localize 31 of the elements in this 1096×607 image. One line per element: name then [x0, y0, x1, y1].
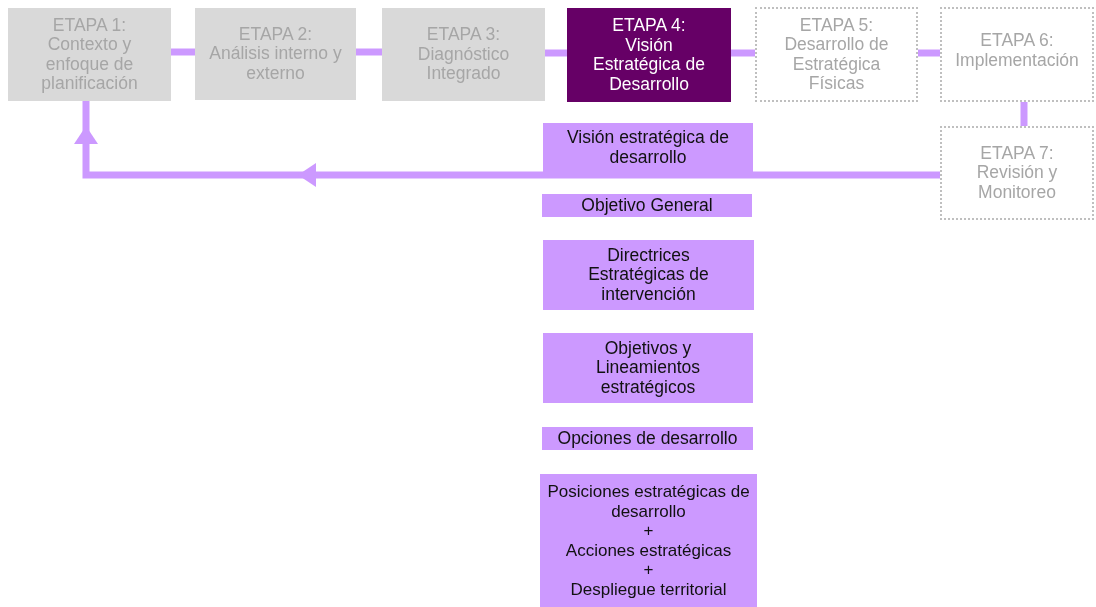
- stage-number: ETAPA 4:: [612, 16, 686, 36]
- stage-box: [8, 8, 171, 101]
- box-text: Acciones estratégicas: [565, 540, 732, 560]
- future-stage-box: [940, 7, 1094, 102]
- content-box: [542, 427, 753, 450]
- box-text: Opciones de desarrollo: [557, 428, 738, 449]
- content-box: [543, 240, 754, 310]
- stage-box: [195, 8, 356, 100]
- stage-title: Visión Estratégica de Desarrollo: [592, 35, 706, 94]
- stage-box: [382, 8, 545, 101]
- content-box: [543, 123, 753, 172]
- stage-title: Revisión y Monitoreo: [975, 163, 1059, 203]
- future-stage-box: [755, 7, 918, 102]
- box-text: Objetivos y Lineamientos estratégicos: [594, 338, 702, 398]
- box-text: Despliegue territorial: [570, 579, 727, 599]
- box-text: Objetivo General: [581, 195, 713, 216]
- content-box: [543, 333, 753, 403]
- box-text: Visión estratégica de desarrollo: [565, 128, 731, 167]
- current-stage-box: [567, 8, 731, 102]
- stage-number: ETAPA 7:: [980, 143, 1054, 164]
- stage-number: ETAPA 6:: [980, 31, 1054, 51]
- content-box: [540, 474, 757, 607]
- box-text: Posiciones estratégicas de desarrollo: [546, 482, 751, 521]
- plus-sign: +: [643, 521, 654, 541]
- box-text: Directrices Estratégicas de intervención: [587, 245, 710, 305]
- stage-title: Desarrollo de Estratégica Físicas: [783, 35, 890, 94]
- stage-number: ETAPA 5:: [799, 15, 874, 35]
- future-stage-box: [940, 126, 1094, 220]
- content-box: [542, 194, 752, 217]
- stage-title: Implementación: [955, 50, 1079, 70]
- plus-sign: +: [643, 560, 654, 580]
